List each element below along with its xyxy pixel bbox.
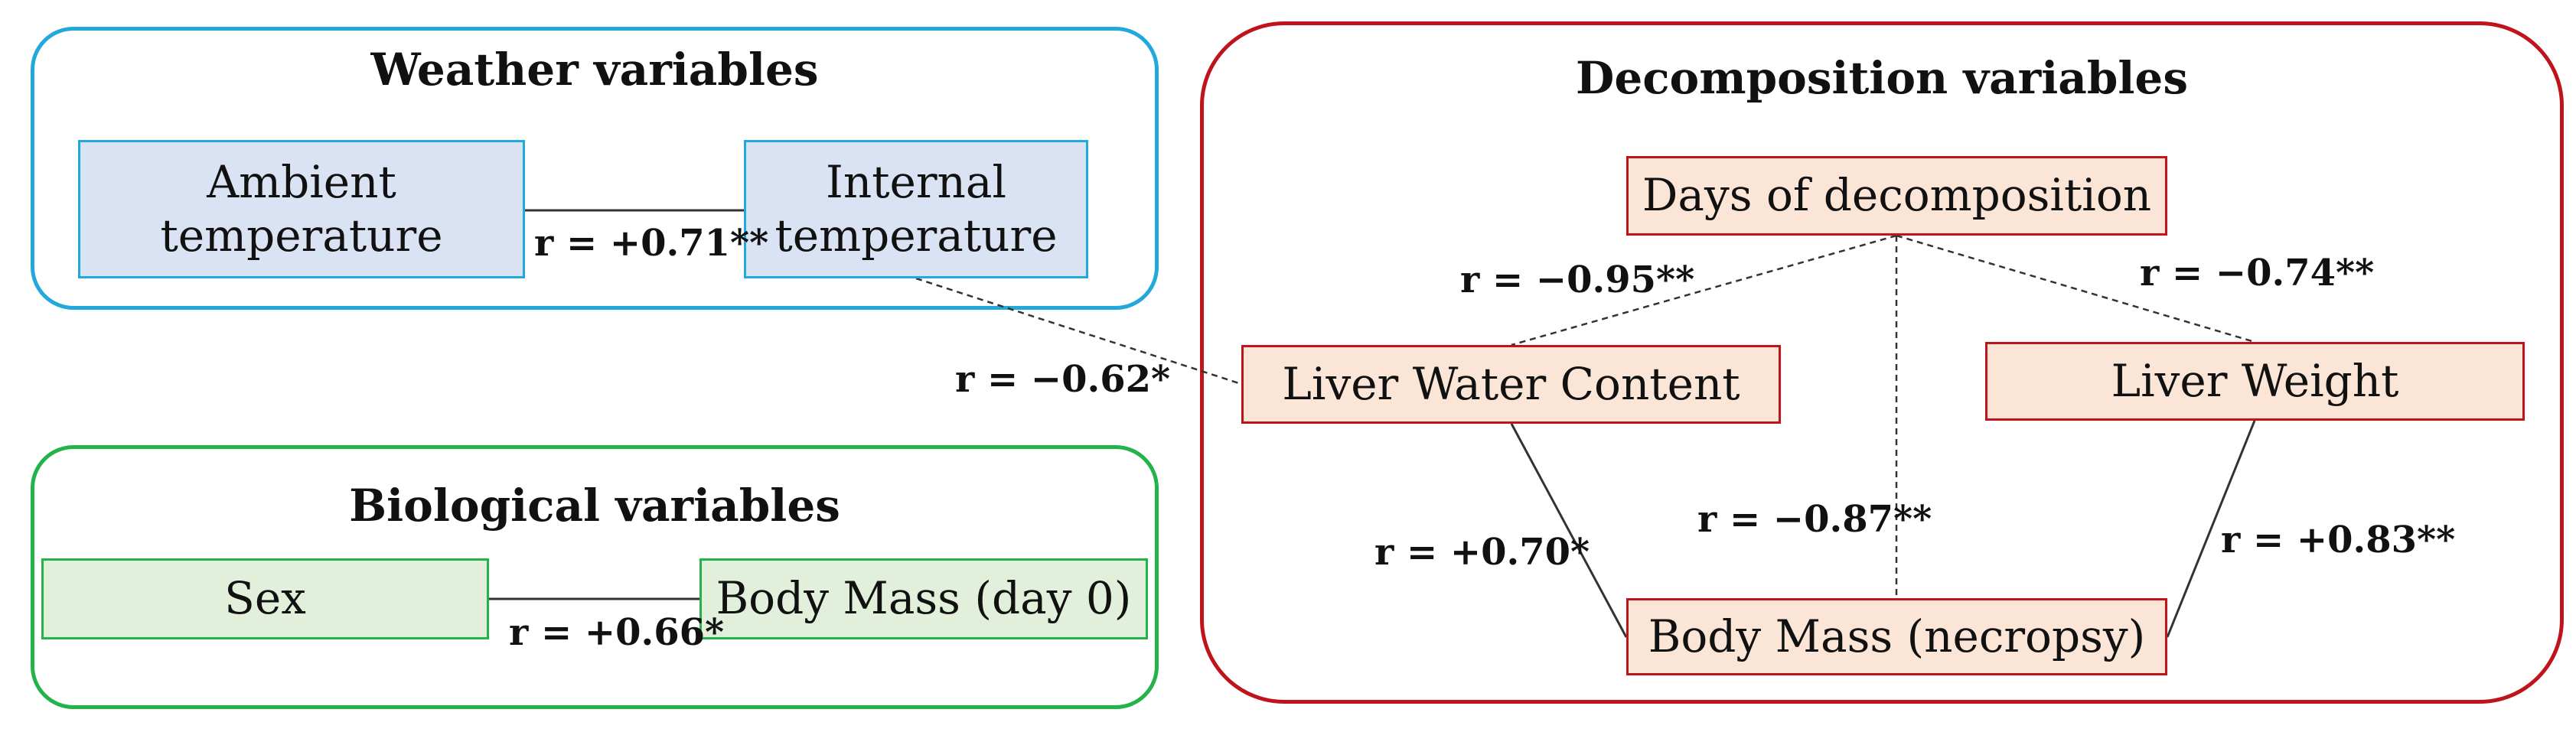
correlation-days-lwc: r = −0.95** bbox=[1460, 259, 1695, 301]
correlation-internal-lwc: r = −0.62* bbox=[955, 358, 1171, 401]
correlation-ambient-internal: r = +0.71** bbox=[534, 222, 769, 265]
link-days-lw bbox=[1896, 234, 2255, 343]
correlation-lwc-bmn: r = +0.70* bbox=[1374, 531, 1590, 574]
correlation-sex-bodymass: r = +0.66* bbox=[509, 611, 725, 654]
liver-weight-node: Liver Weight bbox=[1985, 342, 2525, 421]
ambient-temperature-node: Ambient temperature bbox=[78, 140, 525, 278]
body-mass-day0-node: Body Mass (day 0) bbox=[699, 558, 1148, 639]
sex-node: Sex bbox=[41, 558, 489, 639]
days-of-decomposition-node: Days of decomposition bbox=[1626, 156, 2167, 236]
link-internal-lwc bbox=[915, 277, 1242, 386]
correlation-days-lw: r = −0.74** bbox=[2140, 252, 2375, 294]
correlation-lw-bmn: r = +0.83** bbox=[2221, 519, 2456, 561]
link-days-lwc bbox=[1511, 234, 1897, 346]
link-lwc-bmn bbox=[1510, 423, 1628, 638]
weather-group-title: Weather variables bbox=[370, 44, 819, 96]
internal-temperature-node: Internal temperature bbox=[744, 140, 1088, 278]
link-lw-bmn bbox=[2166, 420, 2256, 638]
body-mass-necropsy-node: Body Mass (necropsy) bbox=[1626, 598, 2167, 675]
correlation-days-bmn: r = −0.87** bbox=[1697, 498, 1932, 541]
liver-water-content-node: Liver Water Content bbox=[1241, 345, 1781, 424]
biological-group-title: Biological variables bbox=[349, 480, 840, 532]
decomposition-group-title: Decomposition variables bbox=[1576, 52, 2188, 104]
